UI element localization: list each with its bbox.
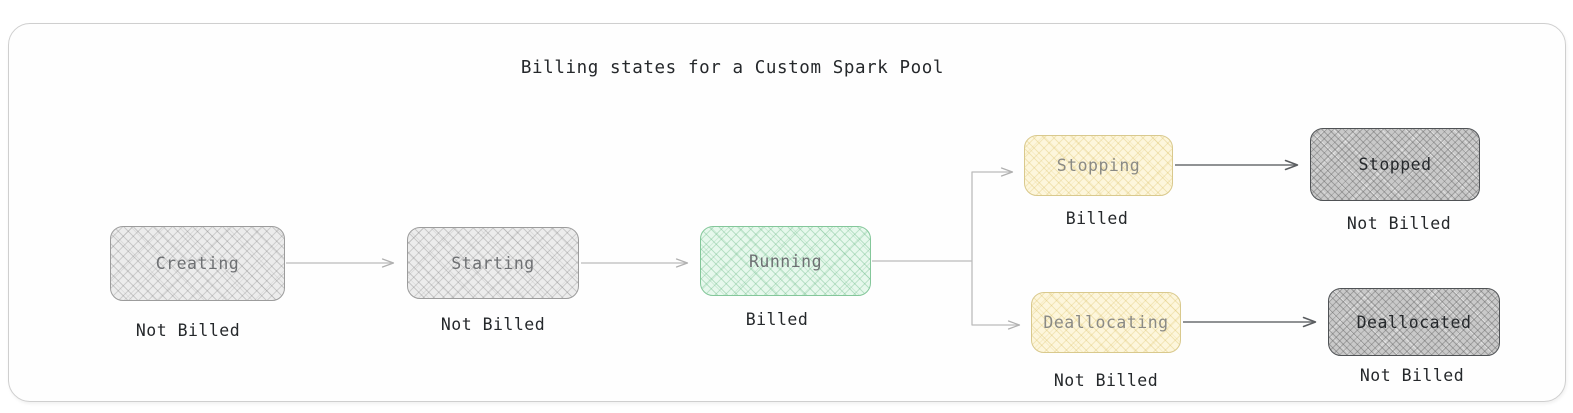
billing-label-running: Billed — [745, 310, 809, 329]
diagram-title: Billing states for a Custom Spark Pool — [520, 58, 945, 78]
billing-label-stopped: Not Billed — [1346, 214, 1452, 233]
state-node-label: Deallocating — [1043, 313, 1169, 332]
billing-label-creating: Not Billed — [135, 321, 241, 340]
state-node-label: Creating — [155, 254, 240, 273]
state-node-label: Starting — [451, 253, 535, 273]
edge-running-to-stopping — [971, 167, 1014, 261]
billing-label-starting: Not Billed — [440, 315, 546, 334]
state-node-deallocating[interactable]: Deallocating — [1031, 292, 1181, 353]
edge-running-to-deallocating — [971, 261, 1021, 330]
state-node-running[interactable]: Running — [700, 226, 871, 296]
state-node-label: Stopped — [1358, 155, 1432, 174]
state-node-label: Stopping — [1056, 156, 1141, 175]
state-node-stopped[interactable]: Stopped — [1310, 128, 1480, 201]
state-node-starting[interactable]: Starting — [407, 227, 579, 299]
state-node-creating[interactable]: Creating — [110, 226, 285, 301]
state-node-deallocated[interactable]: Deallocated — [1328, 288, 1500, 356]
billing-label-deallocating: Not Billed — [1053, 371, 1159, 390]
diagram-frame — [8, 23, 1566, 402]
state-node-label: Deallocated — [1356, 312, 1472, 332]
billing-label-deallocated: Not Billed — [1359, 366, 1465, 385]
state-node-stopping[interactable]: Stopping — [1024, 135, 1173, 196]
billing-label-stopping: Billed — [1065, 209, 1129, 228]
state-node-label: Running — [748, 251, 823, 271]
